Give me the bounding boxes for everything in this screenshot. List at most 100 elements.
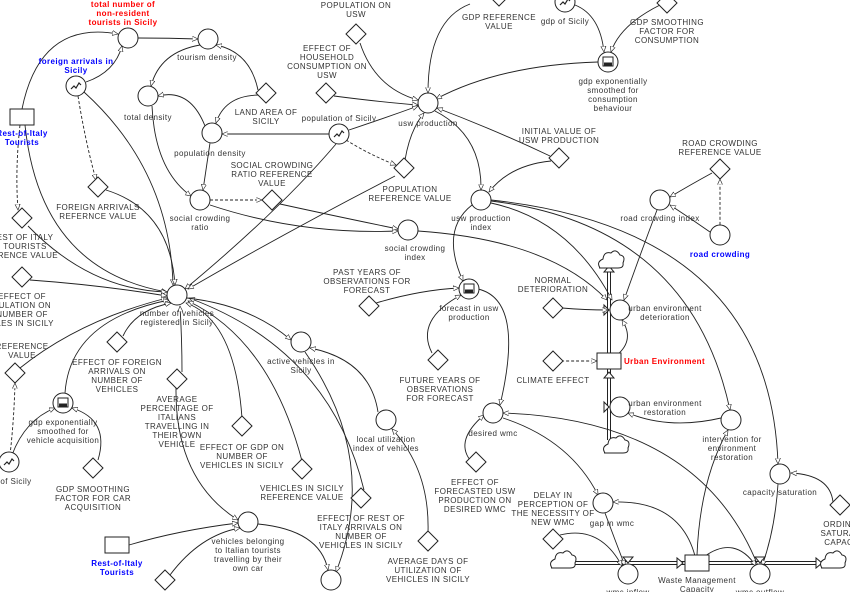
node-climate-effect[interactable]: CLIMATE EFFECT: [516, 350, 589, 385]
node-usw-production[interactable]: usw production: [398, 92, 457, 128]
link-arrow: [704, 547, 756, 566]
node-gap-wmc[interactable]: gap in wmc: [590, 492, 634, 528]
constant-diamond: [542, 528, 564, 550]
label-line: EFFECT OF REST OF: [317, 514, 405, 523]
valve-icon: [603, 400, 610, 414]
constant-diamond: [709, 158, 731, 180]
auxiliary-circle: [649, 189, 671, 211]
node-tourism-density[interactable]: tourism density: [177, 28, 237, 62]
constant-diamond: [417, 530, 439, 552]
label-line: FORECAST: [344, 286, 391, 295]
link-arrow: [180, 306, 182, 373]
node-gdp-sicily-left[interactable]: of Sicily: [0, 451, 32, 486]
node-urban-environment[interactable]: Urban Environment: [596, 352, 705, 370]
label-line: VEHICLES IN SICILY: [260, 484, 344, 493]
auxiliary-circle: [65, 75, 87, 97]
label-line: NEW WMC: [531, 518, 575, 527]
link-arrow: [427, 294, 461, 354]
node-gdp-sicily[interactable]: gdp of Sicily: [541, 0, 589, 26]
node-small-constant-bottom[interactable]: [154, 569, 176, 591]
link-arrow: [477, 288, 510, 405]
node-label: tourism density: [177, 53, 237, 62]
node-total-density[interactable]: total density: [124, 85, 172, 122]
label-line: POPULATION ON: [321, 1, 391, 10]
label-line: capacity saturation: [743, 488, 817, 497]
node-ordinary-saturation[interactable]: ORDINASATURATCAPACI: [821, 494, 850, 547]
label-line: INITIAL VALUE OF: [522, 127, 596, 136]
node-road-crowding[interactable]: road crowding: [690, 224, 750, 259]
node-label: desired wmc: [468, 429, 517, 438]
label-line: road crowding index: [620, 214, 699, 223]
label-line: intervention for: [702, 435, 761, 444]
auxiliary-circle: [117, 27, 139, 49]
constant-diamond: [4, 362, 26, 384]
label-line: smoothed for: [37, 427, 89, 436]
label-line: local utilization: [357, 435, 416, 444]
link-arrow: [490, 200, 730, 410]
constant-diamond: [154, 569, 176, 591]
label-line: AVERAGE: [157, 395, 198, 404]
node-wmc-outflow[interactable]: wmc outflow: [735, 563, 784, 592]
node-wmc-inflow[interactable]: wmc inflow: [605, 563, 649, 592]
node-rest-italy-reference[interactable]: EST OF ITALYTOURISTSERENCE VALUE: [0, 207, 58, 260]
label-line: gdp of Sicily: [541, 17, 589, 26]
flow-arrowhead: [602, 371, 616, 379]
node-desired-wmc[interactable]: desired wmc: [468, 402, 517, 438]
node-road-crowding-index[interactable]: road crowding index: [620, 189, 699, 223]
label-line: REFERENCE: [0, 342, 48, 351]
constant-diamond: [465, 451, 487, 473]
node-population-density[interactable]: population density: [174, 122, 246, 158]
node-capacity-saturation[interactable]: capacity saturation: [743, 463, 817, 497]
smooth-function-icon: [602, 56, 614, 67]
node-population-sicily[interactable]: population of Sicily: [302, 114, 377, 145]
node-bottom-auxiliary[interactable]: [320, 569, 342, 591]
link-arrow: [72, 408, 102, 461]
